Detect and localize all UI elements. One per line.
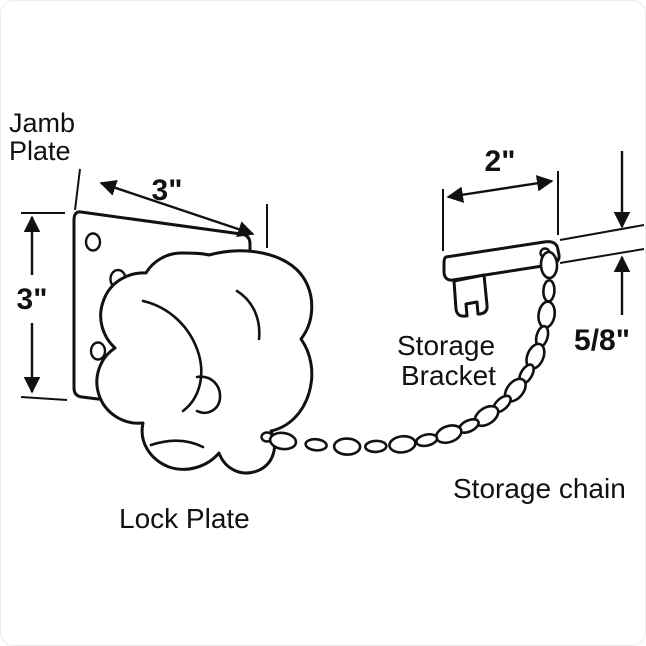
chain-link xyxy=(539,250,559,280)
bracket-width-value: 2" xyxy=(485,145,516,178)
bracket-height-value: 5/8" xyxy=(574,324,630,357)
chain-link xyxy=(415,432,439,448)
plate-width-value: 3" xyxy=(152,174,183,207)
chain-link xyxy=(434,424,463,445)
chain-link xyxy=(388,434,417,454)
storage-bracket-label-line2: Bracket xyxy=(401,360,496,391)
chain-link xyxy=(304,437,328,452)
plate-height-dimension: 3" xyxy=(17,212,68,401)
plate-width-dimension: 3" xyxy=(74,168,268,248)
screw-hole xyxy=(84,232,102,252)
bracket-height-dimension: 5/8" xyxy=(559,151,645,357)
screw-hole xyxy=(89,341,107,361)
plate-height-value: 3" xyxy=(17,283,48,316)
chain-link xyxy=(364,439,388,454)
chain-link xyxy=(332,437,362,456)
storage-chain-label: Storage chain xyxy=(453,473,626,504)
storage-bracket-label-line1: Storage xyxy=(397,330,495,361)
chain-link xyxy=(542,279,556,303)
storage-chain-shape xyxy=(268,250,559,456)
chain-link xyxy=(268,431,298,451)
jamb-plate-label-line1: Jamb xyxy=(9,108,75,138)
bracket-width-dimension: 2" xyxy=(442,145,559,251)
lock-plate-label: Lock Plate xyxy=(119,503,250,534)
chain-link xyxy=(537,300,557,329)
jamb-plate-label-line2: Plate xyxy=(9,136,71,166)
lock-plate-shape xyxy=(95,249,314,475)
